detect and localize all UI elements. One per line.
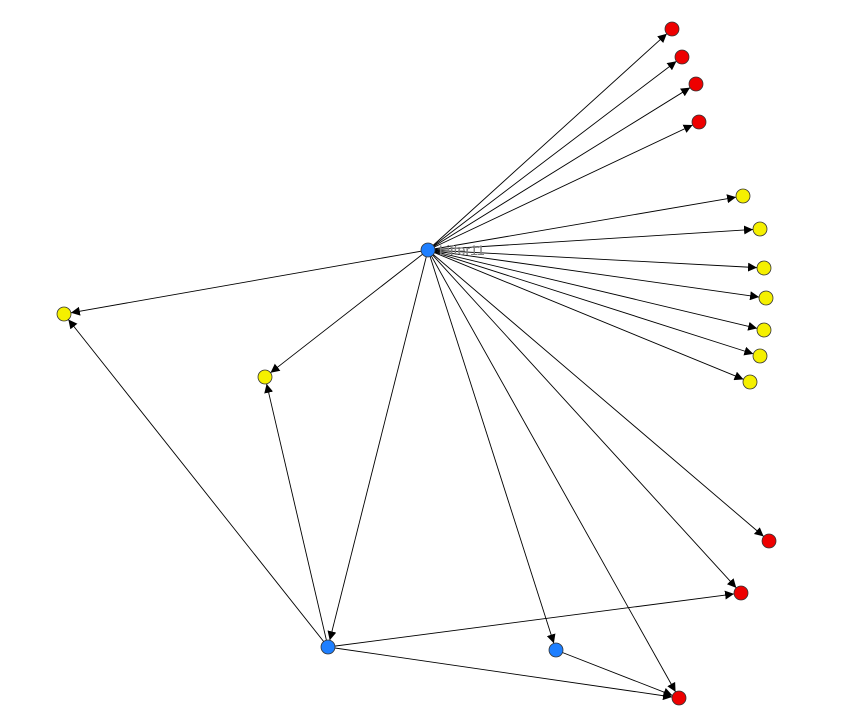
node-y5[interactable] <box>756 322 772 338</box>
node-lifter11[interactable] <box>420 242 436 258</box>
edge-lifter11-b1 <box>327 249 429 641</box>
edge-lifter11-y6 <box>427 249 754 356</box>
node-y6[interactable] <box>752 348 768 364</box>
node-r1[interactable] <box>664 21 680 37</box>
edge-lifter11-r7 <box>427 249 676 693</box>
node-r5[interactable] <box>761 533 777 549</box>
node-label-lifter11: Lifter11 <box>439 242 485 258</box>
node-r3[interactable] <box>688 76 704 92</box>
node-b2[interactable] <box>548 642 564 658</box>
edge-b1-yl1 <box>67 319 329 648</box>
edge-lifter11-y7 <box>427 249 744 381</box>
node-r4[interactable] <box>691 114 707 130</box>
edge-lifter11-r2 <box>427 60 677 251</box>
node-y2[interactable] <box>752 221 768 237</box>
edge-b1-r6 <box>327 590 735 648</box>
node-y4[interactable] <box>758 290 774 306</box>
edge-lifter11-yl2 <box>270 249 429 374</box>
node-y1[interactable] <box>735 188 751 204</box>
node-y7[interactable] <box>742 374 758 390</box>
edge-lifter11-y2 <box>427 225 754 251</box>
edge-lifter11-yl1 <box>70 249 429 316</box>
edge-lifter11-r1 <box>427 33 668 251</box>
edge-lifter11-b2 <box>427 249 556 644</box>
edge-lifter11-y5 <box>427 249 758 331</box>
edge-b1-yl2 <box>264 383 329 648</box>
edge-lifter11-r3 <box>427 87 691 251</box>
node-y3[interactable] <box>756 260 772 276</box>
edge-lifter11-y1 <box>427 194 737 251</box>
edge-lifter11-r5 <box>427 249 764 537</box>
edge-b1-r7 <box>327 646 673 701</box>
node-yl1[interactable] <box>56 306 72 322</box>
center-node-label: Lifter11 <box>439 242 485 258</box>
edge-lifter11-r4 <box>427 124 693 251</box>
node-r6[interactable] <box>733 585 749 601</box>
node-r2[interactable] <box>674 49 690 65</box>
node-b1[interactable] <box>320 639 336 655</box>
edge-b2-r7 <box>555 649 673 697</box>
edge-lifter11-r6 <box>427 249 737 589</box>
edge-lifter11-y4 <box>427 249 760 301</box>
node-r7[interactable] <box>671 690 687 706</box>
node-yl2[interactable] <box>257 369 273 385</box>
edge-lifter11-y3 <box>427 249 758 272</box>
